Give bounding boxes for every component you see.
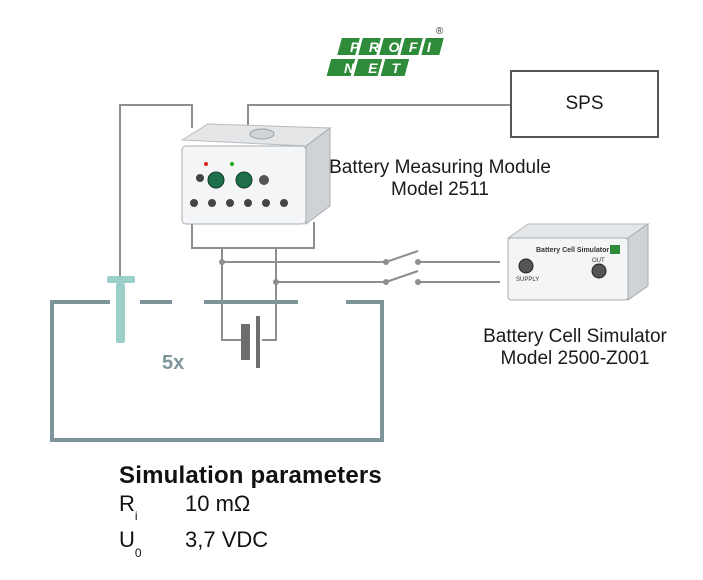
parameter-symbol: U0 [119, 527, 142, 560]
parameter-value: 10 mΩ [185, 491, 251, 516]
parameter-row: Ri 10 mΩ [119, 490, 382, 526]
wire-cell-left [221, 262, 244, 341]
simulator-supply-label: SUPPLY [516, 277, 540, 283]
wire-module-sps [247, 104, 510, 128]
sps-controller: SPS [510, 70, 659, 138]
measuring-module-name: Battery Measuring Module [329, 157, 551, 178]
measuring-module-device [180, 123, 332, 225]
profinet-line2: NET [344, 60, 414, 76]
cell-simulator-caption: Battery Cell Simulator Model 2500-Z001 [470, 326, 680, 370]
registered-mark: ® [436, 26, 444, 37]
wire-electrode-module [119, 104, 193, 280]
junction-dots [219, 259, 421, 285]
measuring-module-caption: Battery Measuring Module Model 2511 [320, 157, 560, 201]
cell-simulator-device [506, 223, 650, 301]
sps-label: SPS [565, 93, 604, 114]
electrode [107, 276, 135, 343]
simulator-panel-title: Battery Cell Simulator [536, 247, 610, 254]
cell-simulator-model: Model 2500-Z001 [500, 348, 650, 369]
cell-simulator-name: Battery Cell Simulator [483, 326, 667, 347]
measuring-module-model: Model 2511 [391, 179, 489, 200]
simulation-parameters: Simulation parameters Ri 10 mΩ U0 3,7 VD… [119, 462, 382, 563]
parameters-title: Simulation parameters [119, 462, 382, 489]
count-label: 5x [162, 352, 185, 374]
wire-module-bracket [191, 222, 315, 249]
simulator-out-label: OUT [592, 258, 605, 264]
parameter-symbol: Ri [119, 491, 138, 524]
profinet-line1: PROFI [350, 39, 440, 55]
profinet-logo: PROFI NET ® [326, 26, 444, 76]
switch-lever-bottom [385, 270, 419, 283]
parameter-value: 3,7 VDC [185, 527, 269, 553]
parameter-row: U0 3,7 VDC [119, 526, 382, 562]
battery-cell-symbol [241, 316, 260, 368]
switch-lever-top [385, 250, 419, 263]
wire-cell-right [262, 282, 277, 341]
wiring [119, 104, 510, 341]
electrolyte-tank [50, 300, 384, 442]
